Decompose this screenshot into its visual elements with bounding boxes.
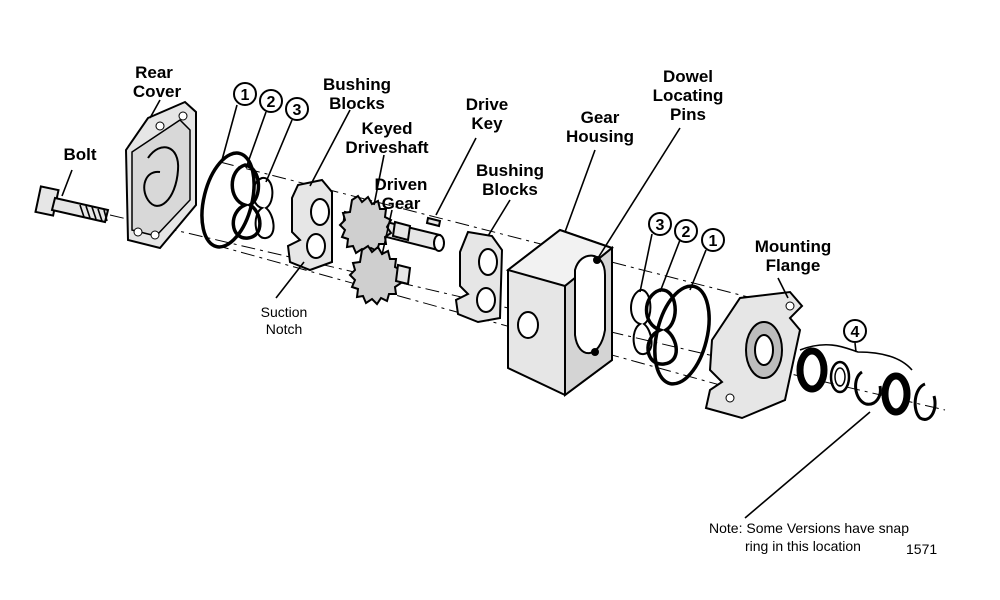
rear-cover-icon — [124, 100, 197, 250]
svg-text:Rear: Rear — [135, 63, 173, 82]
callout-2-left: 2 — [259, 89, 283, 113]
callout-1-right: 1 — [701, 228, 725, 252]
label-bolt: Bolt — [63, 145, 96, 164]
snap-ring-icon — [913, 382, 937, 421]
svg-text:Flange: Flange — [766, 256, 821, 275]
callout-3-left: 3 — [285, 97, 309, 121]
shaft-seal-icon — [829, 360, 851, 394]
svg-text:Dowel: Dowel — [663, 67, 713, 86]
callout-1-left: 1 — [233, 82, 257, 106]
svg-text:Mounting: Mounting — [755, 237, 831, 256]
svg-text:Blocks: Blocks — [329, 94, 385, 113]
svg-text:Gear: Gear — [382, 194, 421, 213]
o-ring-icon — [252, 177, 275, 239]
label-gear-housing: Gear Housing — [566, 108, 634, 146]
label-drive-key: Drive Key — [466, 95, 509, 133]
svg-text:Drive: Drive — [466, 95, 509, 114]
callout-2-right: 2 — [674, 219, 698, 243]
callout-3-right: 3 — [648, 212, 672, 236]
svg-text:Pins: Pins — [670, 105, 706, 124]
svg-text:Housing: Housing — [566, 127, 634, 146]
gear-icon — [348, 244, 412, 306]
gear-housing-icon — [505, 228, 615, 397]
bushing-block-icon — [454, 230, 504, 324]
svg-text:Driven: Driven — [375, 175, 428, 194]
svg-text:Key: Key — [471, 114, 503, 133]
svg-text:ring in this location: ring in this location — [745, 538, 861, 554]
svg-text:2: 2 — [682, 224, 691, 241]
shaft-seal-icon — [881, 372, 911, 416]
label-suction-notch: Suction Notch — [261, 304, 308, 337]
bushing-block-icon — [286, 178, 333, 272]
svg-text:Blocks: Blocks — [482, 180, 538, 199]
svg-text:4: 4 — [851, 324, 860, 341]
svg-text:3: 3 — [293, 102, 302, 119]
label-keyed-driveshaft: Keyed Driveshaft — [345, 119, 428, 157]
svg-text:3: 3 — [656, 217, 665, 234]
svg-text:Cover: Cover — [133, 82, 182, 101]
figure-number: 1571 — [906, 541, 937, 557]
label-driven-gear: Driven Gear — [375, 175, 428, 213]
svg-text:Gear: Gear — [581, 108, 620, 127]
seal-kit-bracket — [799, 344, 913, 371]
svg-text:Bushing: Bushing — [476, 161, 544, 180]
snap-ring-icon — [854, 370, 882, 406]
o-ring-icon — [230, 163, 262, 240]
shaft-seal-icon — [796, 347, 828, 393]
label-mounting-flange: Mounting Flange — [755, 237, 831, 275]
svg-text:Keyed: Keyed — [361, 119, 412, 138]
o-ring-icon — [644, 288, 678, 366]
callout-4-seal-kit: 4 — [843, 319, 867, 343]
svg-text:Suction: Suction — [261, 304, 308, 320]
snap-ring-note: Note: Some Versions have snap ring in th… — [709, 520, 909, 554]
svg-text:1: 1 — [241, 87, 250, 104]
gear-icon — [338, 194, 412, 256]
svg-text:1: 1 — [709, 233, 718, 250]
mounting-flange-icon — [704, 290, 804, 420]
svg-text:Bushing: Bushing — [323, 75, 391, 94]
label-bushing-blocks-right: Bushing Blocks — [476, 161, 544, 199]
drive-key-icon — [425, 216, 442, 228]
leader-lines — [61, 99, 871, 519]
label-dowel-locating-pins: Dowel Locating Pins — [653, 67, 724, 124]
svg-text:2: 2 — [267, 94, 276, 111]
svg-text:Notch: Notch — [266, 321, 303, 337]
label-bushing-blocks-left: Bushing Blocks — [323, 75, 391, 113]
svg-text:Locating: Locating — [653, 86, 724, 105]
svg-text:Note: Some Versions have snap: Note: Some Versions have snap — [709, 520, 909, 536]
o-ring-icon — [653, 284, 711, 386]
label-rear-cover: Rear Cover — [133, 63, 182, 101]
bolt-icon — [34, 185, 110, 224]
svg-text:Driveshaft: Driveshaft — [345, 138, 428, 157]
o-ring-icon — [630, 289, 653, 355]
